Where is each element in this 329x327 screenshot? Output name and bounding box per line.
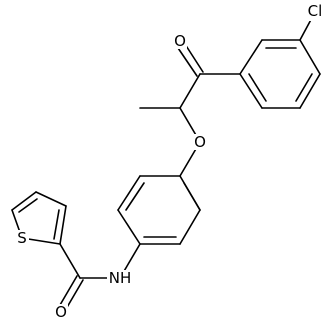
bond-pa5-pa6 bbox=[117, 175, 141, 211]
bond-pa5-pa6-inner bbox=[125, 182, 145, 211]
atom-label-layer: Cl O O NH O S bbox=[15, 2, 326, 321]
chlorine-atom: Cl bbox=[304, 2, 326, 21]
bond-pa2-pa3 bbox=[179, 209, 201, 245]
bond-amide-co-2 bbox=[65, 279, 84, 310]
chlorine-label: Cl bbox=[308, 2, 323, 20]
bond-carbonyl-alpha bbox=[179, 73, 201, 109]
bond-th3-th2 bbox=[59, 205, 67, 245]
thiophene-sulfur-atom: S bbox=[15, 229, 29, 247]
bond-ar3-ar4 bbox=[299, 39, 321, 75]
thiophene-sulfur-label: S bbox=[17, 229, 27, 247]
amide-nitrogen-label: NH bbox=[109, 269, 132, 287]
bond-layer bbox=[11, 13, 321, 310]
ketone-oxygen-atom: O bbox=[173, 32, 187, 50]
ether-oxygen-atom: O bbox=[193, 133, 207, 151]
bond-ar6-ar1 bbox=[239, 73, 263, 109]
bond-carbonyl-thiophene bbox=[59, 243, 81, 279]
bond-amide-co-1 bbox=[59, 275, 78, 306]
bond-carbonyl-o-1 bbox=[175, 44, 198, 77]
ether-oxygen-label: O bbox=[194, 133, 206, 151]
bond-pa1-pa2-inner bbox=[183, 182, 201, 211]
ketone-oxygen-label: O bbox=[174, 32, 186, 50]
amide-oxygen-label: O bbox=[55, 303, 67, 321]
bond-th3-th2-inner bbox=[53, 209, 60, 240]
bond-th4-th3 bbox=[35, 191, 67, 207]
bond-th5-th4-inner bbox=[18, 198, 38, 213]
bond-ar1-ar2 bbox=[239, 39, 263, 75]
bond-ar6-ar1-inner bbox=[248, 73, 267, 102]
bond-pa4-pa5 bbox=[117, 209, 141, 245]
bond-th5-th4 bbox=[11, 191, 37, 211]
bond-ar4-ar5-inner bbox=[295, 73, 313, 102]
bond-ar4-ar5 bbox=[299, 73, 321, 109]
amide-nitrogen-atom: NH bbox=[107, 269, 133, 287]
amide-oxygen-atom: O bbox=[54, 303, 68, 321]
